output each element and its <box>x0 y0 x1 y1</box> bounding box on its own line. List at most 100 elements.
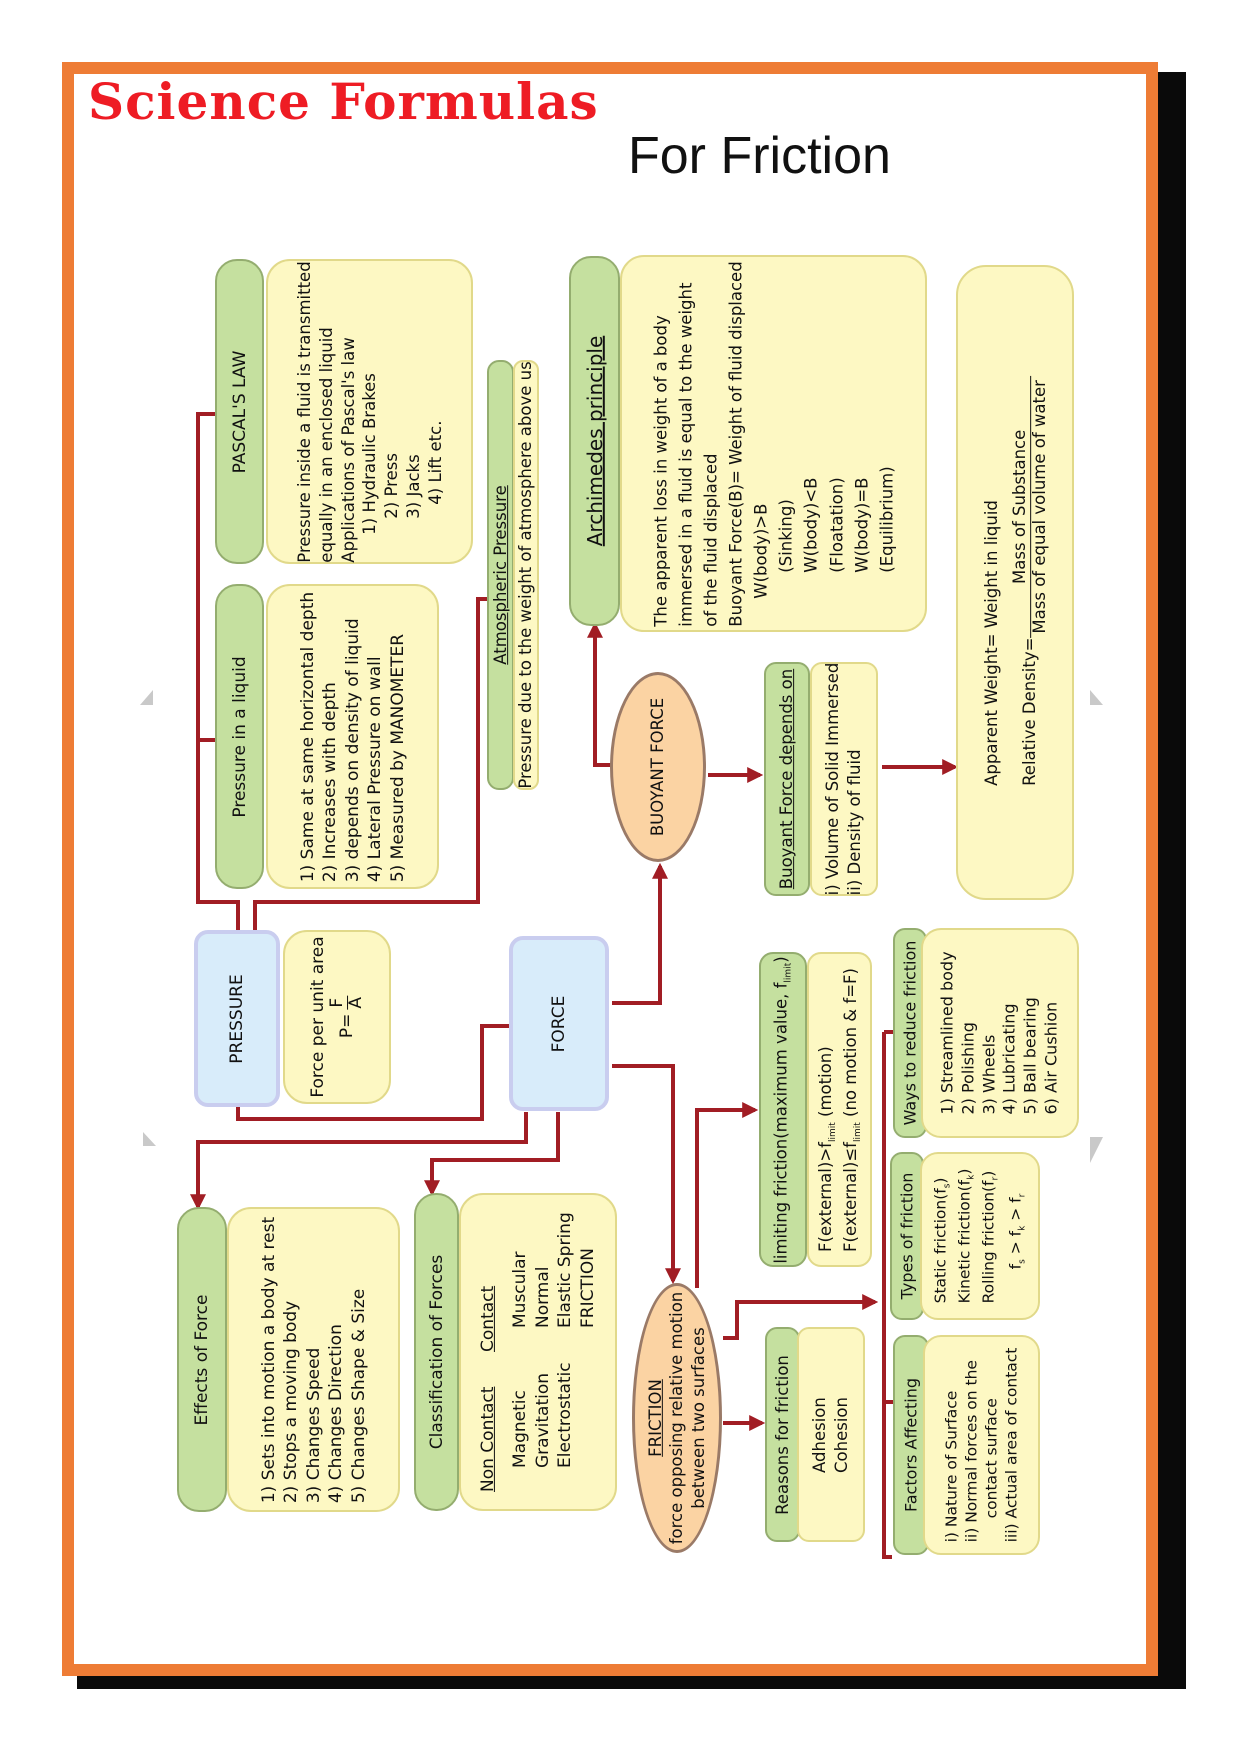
list-item: Normal <box>532 1266 553 1328</box>
reasons-list: Adhesion Cohesion <box>809 1397 853 1473</box>
page-title: Science Formulas <box>88 72 599 131</box>
list-item: 1) Same at same horizontal depth <box>297 591 318 882</box>
friction-relation-text: fs > fk > fr <box>1006 1193 1028 1270</box>
list-item: Muscular <box>510 1251 531 1328</box>
limiting-friction-header[interactable]: limiting friction(maximum value, flimit) <box>759 952 807 1267</box>
pressure-liquid-title: Pressure in a liquid <box>229 655 250 818</box>
archimedes-header[interactable]: Archimedes principle <box>569 256 620 626</box>
list-item: FRICTION <box>577 1248 598 1328</box>
list-item: 5) Measured by MANOMETER <box>387 633 408 882</box>
buoyant-force-node[interactable]: BUOYANT FORCE <box>610 672 706 862</box>
relative-density-formula: Relative Density= Mass of Substance Mass… <box>1010 375 1050 785</box>
triangle-right-bottom-icon <box>1090 1137 1103 1163</box>
non-contact-column: Non Contact <box>477 1352 499 1492</box>
archimedes-title: Archimedes principle <box>582 335 607 547</box>
pascal-law-title: PASCAL'S LAW <box>229 350 250 473</box>
pascal-law-header[interactable]: PASCAL'S LAW <box>215 259 264 564</box>
pressure-liquid-header[interactable]: Pressure in a liquid <box>215 584 264 889</box>
branch-bus-connector <box>882 1032 892 1559</box>
contact-title: Contact <box>477 1285 498 1352</box>
list-item: 2) Press <box>381 452 401 519</box>
list-item: 1) Sets into motion a body at rest <box>258 1216 279 1503</box>
force-to-friction-connector <box>612 1064 681 1285</box>
friction-definition-line: force opposing relative motion <box>667 1291 687 1545</box>
list-item: 5) Changes Shape & Size <box>348 1288 369 1503</box>
factors-title: Factors Affecting <box>901 1377 921 1513</box>
buoyant-depends-title: Buoyant Force depends on <box>777 668 797 890</box>
limiting-motion-text: F(external)>flimit (motion) <box>815 1045 838 1252</box>
list-item: 3) Changes Speed <box>303 1347 324 1503</box>
list-item: Electrostatic <box>555 1362 576 1468</box>
archimedes-box: The apparent loss in weight of a body im… <box>620 255 927 632</box>
ways-box: 1) Streamlined body 2) Polishing 3) Whee… <box>921 928 1079 1138</box>
force-node[interactable]: FORCE <box>509 936 609 1111</box>
list-item: 2) Increases with depth <box>319 681 340 882</box>
force-to-buoyant-connector <box>612 862 668 1005</box>
pressure-to-pascal-connector <box>196 412 240 930</box>
classification-title: Classification of Forces <box>426 1254 447 1450</box>
force-to-effects-connector <box>190 1112 528 1211</box>
pressure-label: PRESSURE <box>226 973 247 1064</box>
list-item: Magnetic <box>510 1390 531 1468</box>
pressure-node[interactable]: PRESSURE <box>194 930 280 1107</box>
effects-header[interactable]: Effects of Force <box>177 1207 227 1512</box>
list-item: 2) Stops a moving body <box>280 1300 301 1503</box>
friction-to-types-connector <box>723 1294 879 1340</box>
list-item: 4) Lift etc. <box>424 420 444 505</box>
pascal-law-box: Pressure inside a fluid is transmitted e… <box>266 259 473 564</box>
list-item: 2) Polishing <box>958 1022 978 1115</box>
classification-header[interactable]: Classification of Forces <box>414 1193 459 1511</box>
buoyant-force-label: BUOYANT FORCE <box>648 697 668 837</box>
buoyant-depends-list: i) Volume of Solid Immersed ii) Density … <box>822 663 866 896</box>
list-item: Adhesion <box>810 1396 830 1473</box>
factors-box: i) Nature of Surface ii) Normal forces o… <box>923 1335 1040 1555</box>
archimedes-text: The apparent loss in weight of a body im… <box>651 260 896 627</box>
list-item: i) Nature of Surface <box>942 1390 961 1543</box>
reasons-box: Adhesion Cohesion <box>797 1327 865 1542</box>
list-item: 1) Hydraulic Brakes <box>359 372 379 535</box>
reasons-header[interactable]: Reasons for friction <box>765 1327 800 1542</box>
list-item: Gravitation <box>532 1372 553 1468</box>
friction-definition-line: between two surfaces <box>688 1327 708 1509</box>
limiting-friction-box: F(external)>flimit (motion) F(external)≤… <box>807 952 872 1267</box>
atmospheric-text: Pressure due to the weight of atmosphere… <box>516 361 536 789</box>
types-header[interactable]: Types of friction <box>890 1152 924 1320</box>
effects-list: 1) Sets into motion a body at rest 2) St… <box>257 1216 369 1502</box>
triangle-left-top-icon <box>140 690 153 705</box>
pressure-to-force-connector <box>236 1024 514 1121</box>
list-item: 6) Air Cushion <box>1041 1001 1061 1115</box>
pressure-definition-box: Force per unit area P= F A <box>283 930 391 1104</box>
rolling-friction-text: Rolling friction(fr) <box>979 1170 1001 1304</box>
atmospheric-box: Pressure due to the weight of atmosphere… <box>513 360 539 790</box>
non-contact-title: Non Contact <box>477 1386 498 1492</box>
static-friction-text: Static friction(fs) <box>931 1177 953 1304</box>
friction-title: FRICTION <box>645 1379 665 1457</box>
list-item: ii) Normal forces on the <box>962 1360 981 1543</box>
non-contact-row: Non Contact Contact <box>477 1212 499 1492</box>
list-item: Cohesion <box>832 1396 851 1473</box>
friction-to-limiting-connector <box>695 1102 759 1288</box>
kinetic-friction-text: Kinetic friction(fk) <box>955 1168 977 1304</box>
pressure-definition-text: Force per unit area <box>308 936 329 1098</box>
list-item: ii) Density of fluid <box>845 749 864 896</box>
force-to-classification-connector <box>424 1112 560 1197</box>
types-box: Static friction(fs) Kinetic friction(fk)… <box>920 1152 1040 1320</box>
list-item: iii) Actual area of contact <box>1002 1347 1021 1543</box>
buoyant-depends-header[interactable]: Buoyant Force depends on <box>764 662 810 896</box>
pressure-liquid-box: 1) Same at same horizontal depth 2) Incr… <box>266 584 439 889</box>
atmospheric-header[interactable]: Atmospheric Pressure <box>487 360 514 790</box>
pressure-formula: P= F A <box>327 995 367 1039</box>
friction-node[interactable]: FRICTION force opposing relative motion … <box>632 1283 722 1553</box>
decorative-triangles <box>140 690 1103 1163</box>
contact-column: Contact <box>477 1212 499 1352</box>
effects-box: 1) Sets into motion a body at rest 2) St… <box>227 1207 400 1512</box>
page-subtitle: For Friction <box>628 127 891 185</box>
apparent-weight-box: Apparent Weight= Weight in liquid Relati… <box>956 265 1074 900</box>
pressure-liquid-list: 1) Same at same horizontal depth 2) Incr… <box>296 591 408 881</box>
pascal-law-text: Pressure inside a fluid is transmitted e… <box>294 260 444 563</box>
reasons-title: Reasons for friction <box>772 1354 792 1515</box>
triangle-left-bottom-icon <box>143 1132 156 1146</box>
force-label: FORCE <box>548 995 569 1052</box>
list-item: 5) Ball bearing <box>1020 997 1040 1115</box>
